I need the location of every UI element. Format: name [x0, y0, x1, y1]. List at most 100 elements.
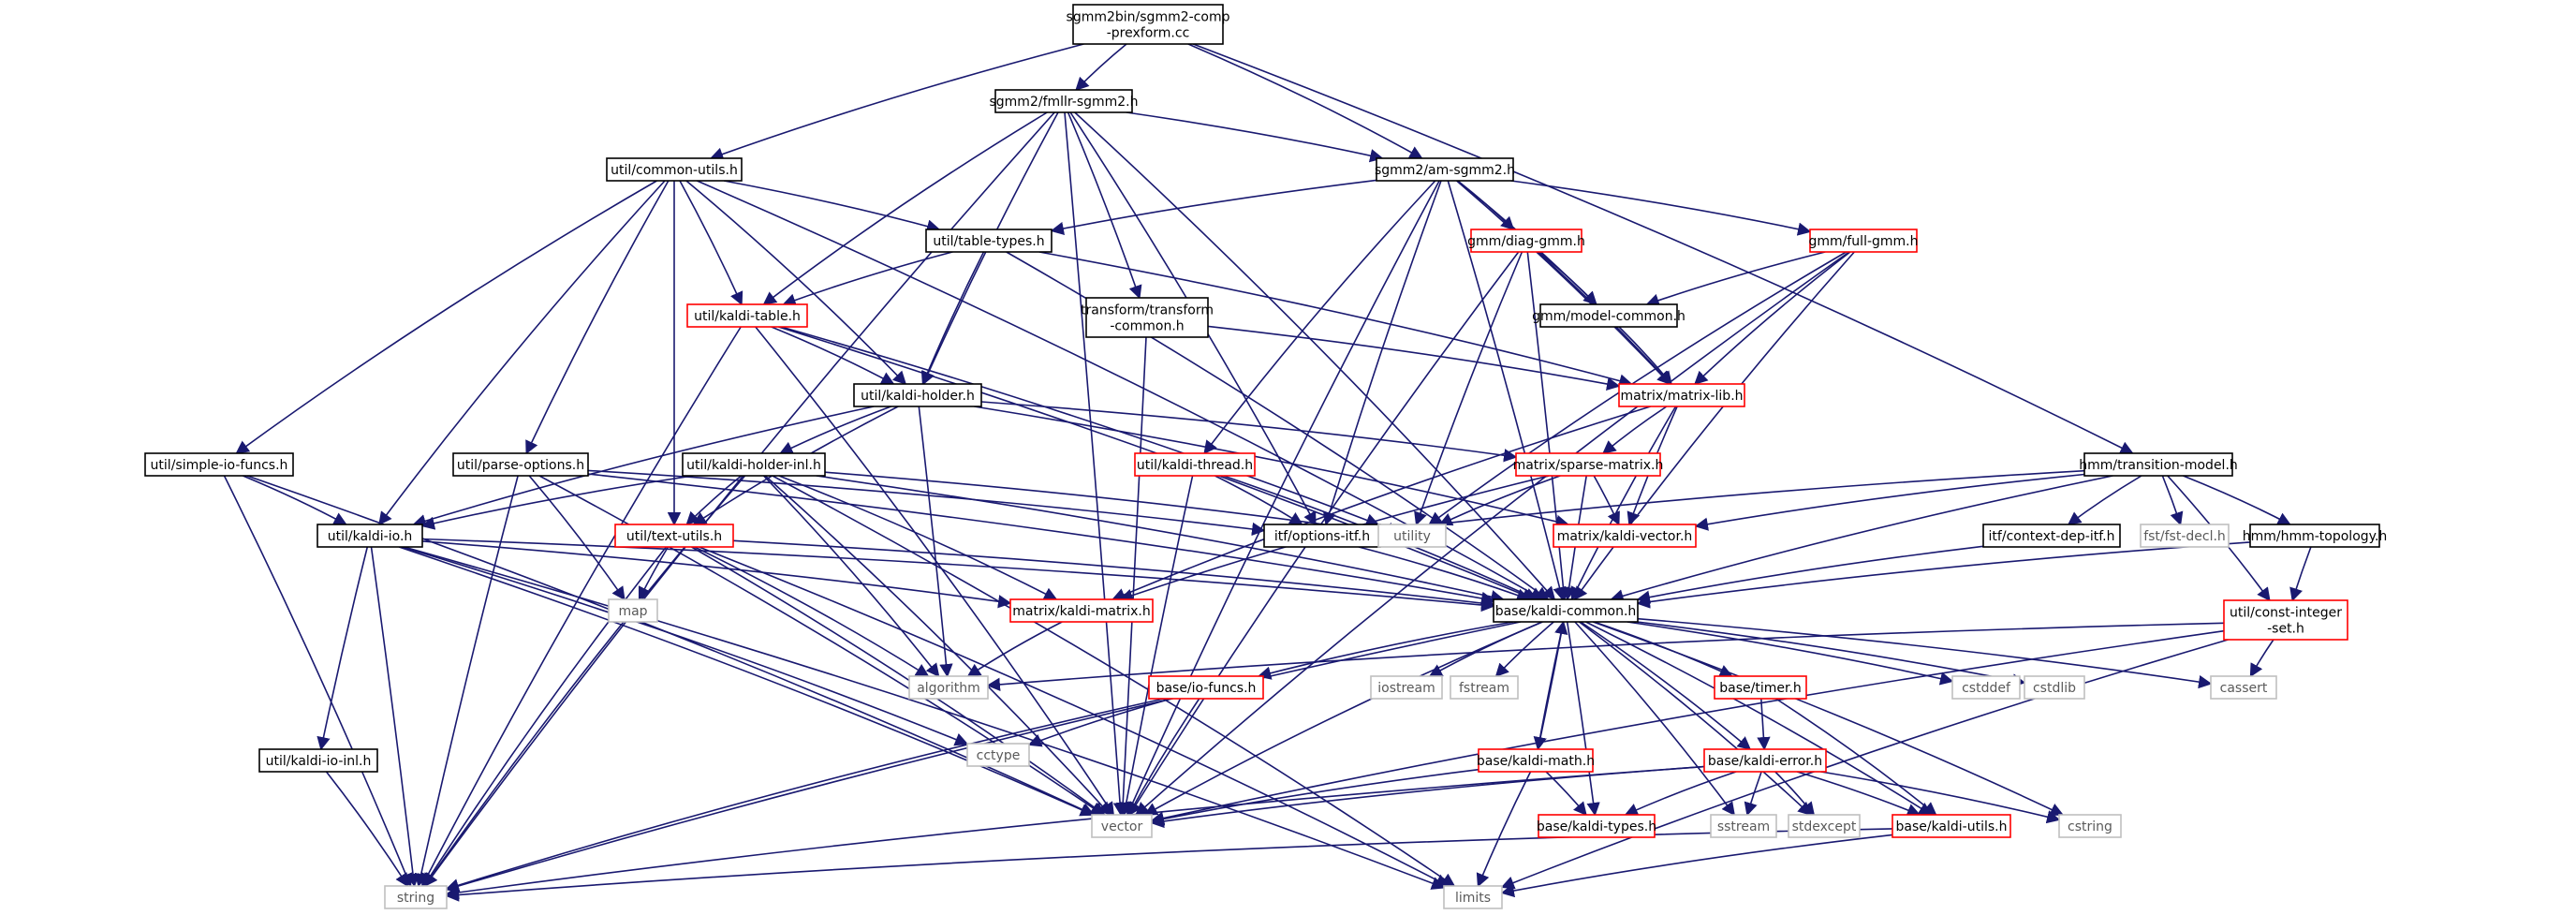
node-string[interactable]: string: [384, 885, 448, 909]
node-label: map: [618, 604, 647, 619]
node-label: sgmm2bin/sgmm2-comp: [1067, 10, 1230, 25]
node-cstring[interactable]: cstring: [2058, 814, 2122, 838]
node-kaldi-table[interactable]: util/kaldi-table.h: [686, 303, 808, 328]
node-transition-model[interactable]: hmm/transition-model.h: [2079, 452, 2238, 477]
edge-common_utils-to-table_types: [723, 180, 941, 233]
edge-text_utils-to-vector: [691, 546, 1106, 816]
node-kaldi-vector[interactable]: matrix/kaldi-vector.h: [1553, 524, 1697, 548]
edge-kaldi_error-to-stdexcept: [1774, 771, 1816, 817]
edge-full_gmm-to-model_common: [1645, 251, 1826, 307]
node-label: base/kaldi-error.h: [1708, 754, 1822, 769]
edge-kaldi_error-to-cstring: [1820, 771, 2061, 824]
node-box: [608, 598, 658, 623]
node-text-utils[interactable]: util/text-utils.h: [614, 524, 734, 548]
node-label: itf/options-itf.h: [1274, 529, 1370, 544]
node-kaldi-holder[interactable]: util/kaldi-holder.h: [853, 383, 982, 407]
node-box: [1263, 524, 1381, 548]
node-box: [614, 524, 734, 548]
node-kaldi-utils[interactable]: base/kaldi-utils.h: [1892, 814, 2011, 838]
node-box: [1618, 383, 1745, 407]
edge-text_utils-to-kaldi_common: [732, 539, 1495, 611]
node-parse-options[interactable]: util/parse-options.h: [452, 452, 589, 477]
node-kaldi-matrix[interactable]: matrix/kaldi-matrix.h: [1009, 598, 1154, 623]
node-kaldi-common[interactable]: base/kaldi-common.h: [1493, 598, 1639, 623]
edge-common_utils-to-kaldi_table: [679, 180, 743, 306]
node-cctype[interactable]: cctype: [966, 743, 1030, 767]
edge-kaldi_io-to-kaldi_matrix: [421, 540, 1012, 609]
node-utility[interactable]: utility: [1377, 524, 1447, 548]
node-context-dep-itf[interactable]: itf/context-dep-itf.h: [1982, 524, 2121, 548]
node-io-funcs[interactable]: base/io-funcs.h: [1148, 675, 1264, 700]
node-kaldi-error[interactable]: base/kaldi-error.h: [1703, 748, 1827, 773]
node-kaldi-holder-inl[interactable]: util/kaldi-holder-inl.h: [682, 452, 826, 477]
node-full-gmm[interactable]: gmm/full-gmm.h: [1809, 229, 1919, 253]
node-label: util/text-utils.h: [626, 529, 722, 544]
node-kaldi-io[interactable]: util/kaldi-io.h: [316, 524, 423, 548]
node-label: -common.h: [1110, 319, 1184, 334]
node-limits[interactable]: limits: [1443, 885, 1503, 909]
node-box: [1009, 598, 1154, 623]
node-fst-decl[interactable]: fst/fst-decl.h: [2140, 524, 2230, 548]
node-stdexcept[interactable]: stdexcept: [1788, 814, 1861, 838]
node-iostream[interactable]: iostream: [1370, 675, 1443, 700]
node-matrix-lib[interactable]: matrix/matrix-lib.h: [1618, 383, 1745, 407]
node-box: [966, 743, 1030, 767]
node-const-integer-set[interactable]: util/const-integer-set.h: [2223, 599, 2348, 641]
node-fmllr-sgmm2[interactable]: sgmm2/fmllr-sgmm2.h: [989, 89, 1139, 113]
node-label: -set.h: [2267, 622, 2304, 637]
node-transform-common[interactable]: transform/transform-common.h: [1081, 297, 1214, 338]
edge-kaldi_io-to-kaldi_io_inl: [316, 546, 369, 751]
node-timer[interactable]: base/timer.h: [1714, 675, 1807, 700]
edge-common_utils-to-kaldi_holder: [685, 180, 907, 386]
edge-table_types-to-kaldi_holder: [920, 251, 985, 386]
node-options-itf[interactable]: itf/options-itf.h: [1263, 524, 1381, 548]
node-box: [1553, 524, 1697, 548]
node-sgmm2-comp-prexform[interactable]: sgmm2bin/sgmm2-comp-prexform.cc: [1067, 4, 1230, 45]
edge-fmllr_sgmm2-to-am_sgmm2: [1126, 111, 1384, 163]
node-box: [1710, 814, 1777, 838]
node-fstream[interactable]: fstream: [1450, 675, 1519, 700]
node-hmm-topology[interactable]: hmm/hmm-topology.h: [2243, 524, 2388, 548]
node-cstdlib[interactable]: cstdlib: [2024, 675, 2085, 700]
edge-kaldi_holder_inl-to-algorithm: [762, 475, 940, 678]
node-am-sgmm2[interactable]: sgmm2/am-sgmm2.h: [1375, 157, 1515, 182]
node-box: [1470, 229, 1582, 253]
node-label: limits: [1455, 891, 1491, 906]
node-cassert[interactable]: cassert: [2210, 675, 2277, 700]
node-box: [2249, 524, 2380, 548]
node-map[interactable]: map: [608, 598, 658, 623]
edge-io_funcs-to-string: [445, 698, 1164, 893]
node-diag-gmm[interactable]: gmm/diag-gmm.h: [1467, 229, 1585, 253]
node-simple-io-funcs[interactable]: util/simple-io-funcs.h: [144, 452, 294, 477]
edge-transition_model-to-hmm_topology: [2183, 475, 2291, 525]
node-label: util/common-utils.h: [611, 163, 738, 178]
node-box: [384, 885, 448, 909]
edge-text_utils-to-map: [638, 546, 670, 601]
node-kaldi-thread[interactable]: util/kaldi-thread.h: [1134, 452, 1256, 477]
edge-diag_gmm-to-model_common: [1538, 251, 1597, 306]
node-box: [2083, 452, 2233, 477]
node-vector[interactable]: vector: [1091, 814, 1153, 838]
node-label: cassert: [2220, 681, 2268, 696]
node-cstddef[interactable]: cstddef: [1951, 675, 2021, 700]
node-label: sstream: [1717, 819, 1770, 834]
node-box: [2223, 599, 2348, 641]
node-box: [1072, 4, 1224, 45]
node-sparse-matrix[interactable]: matrix/sparse-matrix.h: [1513, 452, 1664, 477]
node-label: util/kaldi-thread.h: [1137, 458, 1253, 473]
node-table-types[interactable]: util/table-types.h: [925, 229, 1052, 253]
edge-am_sgmm2-to-kaldi_common: [1447, 180, 1567, 601]
node-label: util/kaldi-io.h: [328, 529, 413, 544]
node-algorithm[interactable]: algorithm: [908, 675, 989, 700]
node-kaldi-io-inl[interactable]: util/kaldi-io-inl.h: [258, 748, 378, 773]
node-box: [1951, 675, 2021, 700]
node-kaldi-types[interactable]: base/kaldi-types.h: [1537, 814, 1656, 838]
node-model-common[interactable]: gmm/model-common.h: [1532, 303, 1685, 328]
edge-am_sgmm2-to-table_types: [1050, 179, 1377, 236]
edge-kaldi_thread-to-vector: [1119, 475, 1194, 817]
edge-kaldi_math-to-kaldi_types: [1545, 771, 1587, 817]
edge-kaldi_holder_inl-to-text_utils: [685, 475, 743, 526]
node-common-utils[interactable]: util/common-utils.h: [606, 157, 743, 182]
node-sstream[interactable]: sstream: [1710, 814, 1777, 838]
node-kaldi-math[interactable]: base/kaldi-math.h: [1477, 748, 1595, 773]
